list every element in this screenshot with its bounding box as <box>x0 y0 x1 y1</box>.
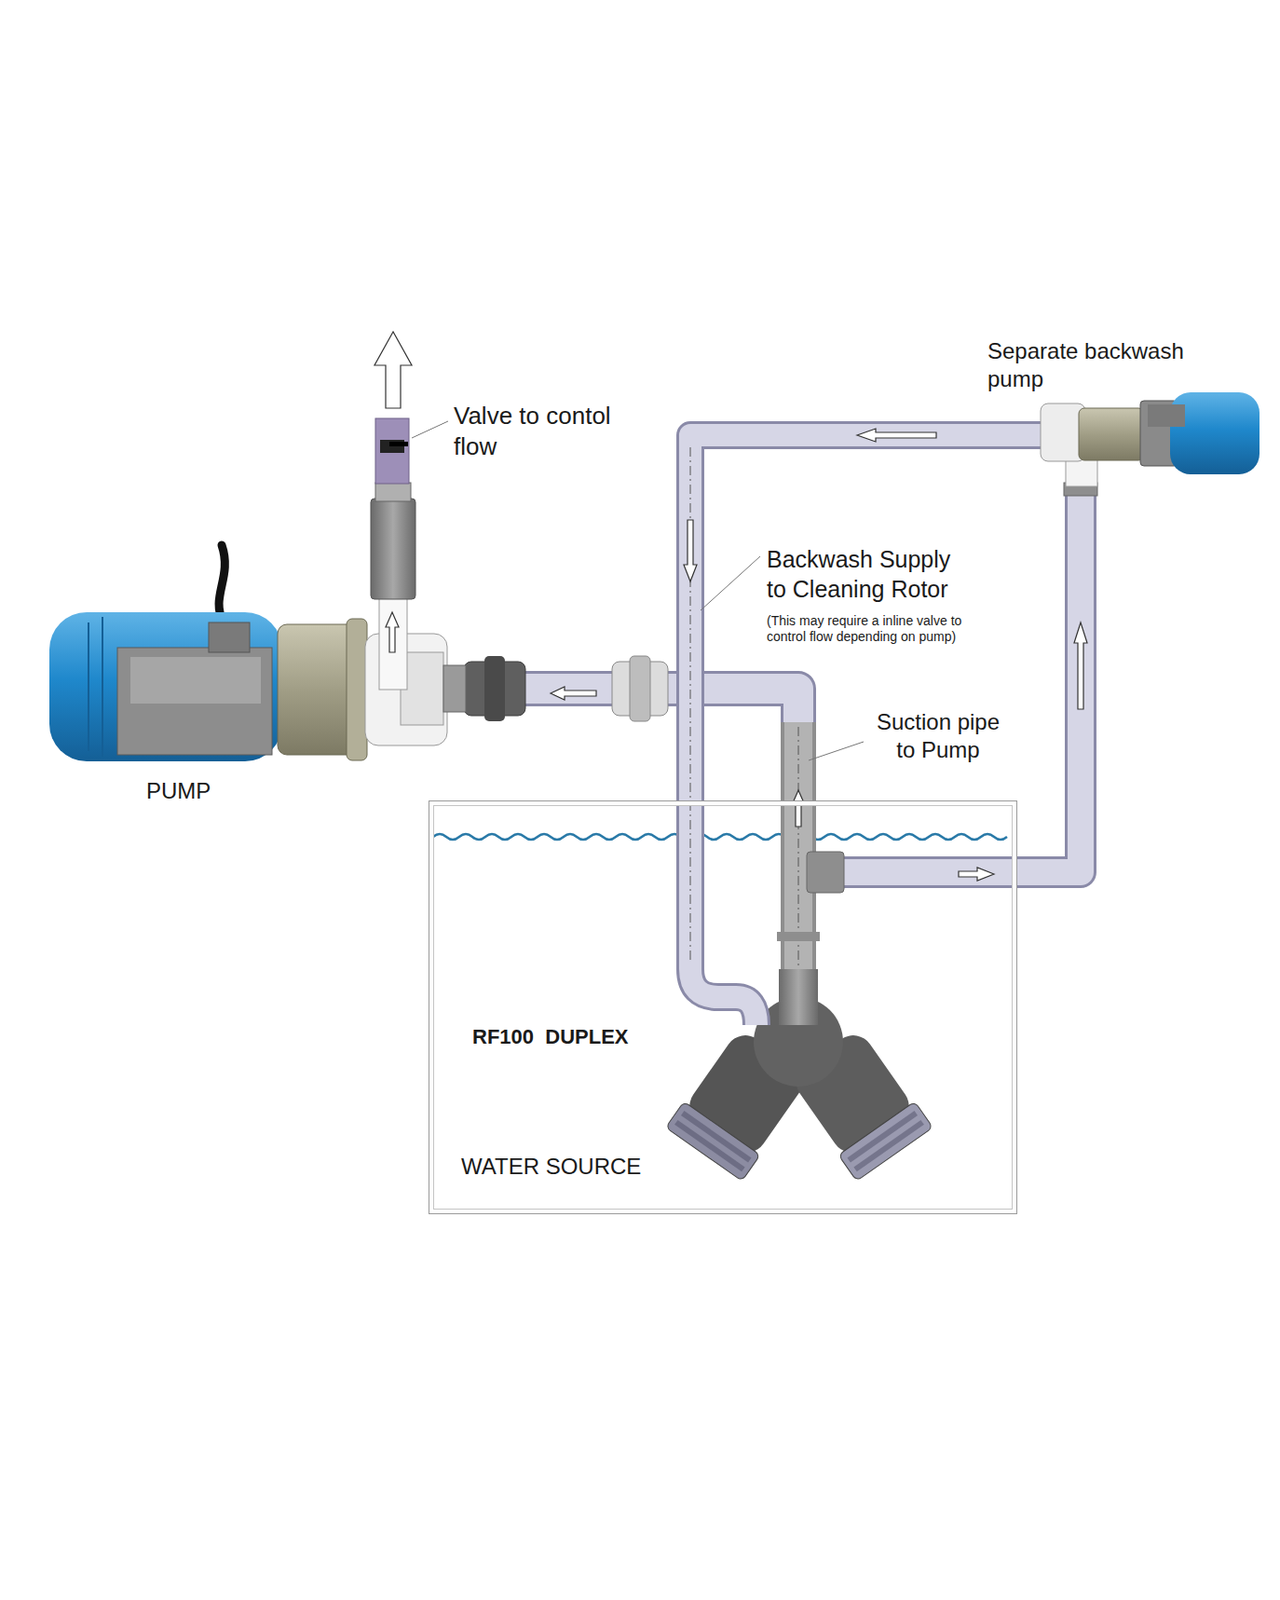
main-pump <box>87 622 90 751</box>
filter-body <box>674 1119 746 1172</box>
leader-line <box>411 421 449 438</box>
main-pump <box>375 482 411 502</box>
filter-body <box>853 1119 925 1172</box>
backwash-supply-pipe <box>690 435 1041 1025</box>
main-pump <box>218 544 225 623</box>
backwash-pump <box>1078 408 1144 461</box>
suction-pipe <box>443 688 820 974</box>
note-text: (This may require a inline valve to cont… <box>766 612 1000 645</box>
leader-line <box>700 556 761 611</box>
main-pump <box>370 498 416 600</box>
suction-pipe <box>776 931 820 941</box>
backwash-suction-pipe <box>806 482 1098 893</box>
backwash-pump <box>1147 404 1185 427</box>
water-source-label: WATER SOURCE <box>461 1153 641 1180</box>
flow-arrow <box>374 331 412 409</box>
flow-arrow <box>857 428 937 442</box>
main-pump <box>49 418 466 762</box>
main-pump <box>49 612 283 762</box>
pipe-union <box>484 655 505 722</box>
main-pump <box>208 622 250 653</box>
suction-pipe <box>443 688 799 974</box>
flow-arrow <box>550 686 597 700</box>
flow-arrow <box>791 789 805 827</box>
filter-body <box>838 1101 933 1181</box>
flow-arrow <box>1074 622 1088 709</box>
flow-arrow <box>385 612 399 653</box>
main-pump <box>375 418 409 484</box>
backwash-pump-callout: Separate backwash pump <box>987 337 1221 395</box>
pump-label: PUMP <box>146 776 211 805</box>
water-surface <box>433 833 1008 840</box>
backwash-pump <box>1040 392 1260 487</box>
main-pump <box>117 647 273 755</box>
filter-body <box>680 1110 752 1162</box>
backwash-supply-pipe <box>690 435 1041 1025</box>
filter-body <box>846 1110 918 1162</box>
rf100-duplex-label: RF100 DUPLEX <box>472 1024 629 1049</box>
filter-body <box>778 968 818 1025</box>
main-pump <box>346 618 368 761</box>
main-pump <box>379 596 408 690</box>
tank-box: RF100 DUPLEX WATER SOURCE <box>428 800 1018 1214</box>
main-pump <box>389 441 409 447</box>
leader-line <box>808 741 864 761</box>
main-pump <box>101 616 104 757</box>
main-pump <box>130 656 261 704</box>
suction-pipe <box>443 688 799 974</box>
pipe-union <box>629 655 651 722</box>
pipe-union <box>463 655 668 722</box>
valve-callout: Valve to contol flow <box>453 400 640 463</box>
flow-arrow <box>683 519 697 582</box>
backwash-supply-pipe <box>690 435 1041 1025</box>
backwash-suction-pipe <box>806 851 845 893</box>
flow-arrow <box>374 331 1088 881</box>
filter-body <box>666 1101 761 1181</box>
suction-pipe-callout: Suction pipe to Pump <box>868 708 1008 765</box>
backwash-supply-callout: Backwash Supply to Cleaning Rotor <box>766 544 967 605</box>
flow-arrow <box>958 867 995 881</box>
main-pump <box>443 665 466 712</box>
